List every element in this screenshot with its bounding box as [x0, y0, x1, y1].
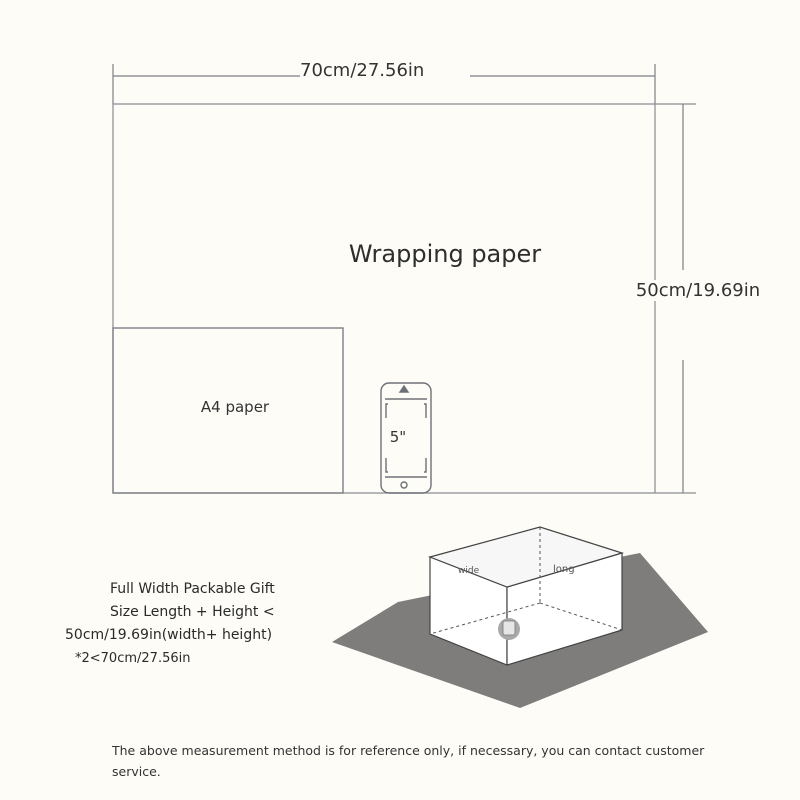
gift-note-line-4: *2<70cm/27.56in	[75, 651, 191, 666]
phone-size-label: 5"	[389, 428, 407, 446]
box-top-face	[428, 526, 625, 588]
disclaimer-footnote: The above measurement method is for refe…	[112, 743, 705, 779]
wrapping-paper-label: Wrapping paper	[348, 240, 542, 268]
a4-paper-sheet	[112, 327, 344, 494]
phone-icon	[380, 382, 432, 494]
gift-box-illustration	[332, 526, 708, 708]
gift-size-note: Full Width Packable Gift Size Length + H…	[55, 578, 355, 670]
box-hidden-edges	[429, 527, 623, 635]
width-dimension-label: 70cm/27.56in	[300, 60, 470, 81]
a4-paper-label: A4 paper	[200, 398, 270, 416]
gift-note-line-3: 50cm/19.69in(width+ height)	[65, 627, 273, 643]
height-dimension-label: 50cm/19.69in	[618, 280, 778, 301]
gift-note-line-2: Size Length + Height <	[110, 604, 275, 620]
gift-note-line-1: Full Width Packable Gift	[110, 581, 275, 597]
box-phone-icon	[498, 618, 520, 640]
box-wide-label: wide	[458, 566, 480, 576]
box-long-label: long	[553, 564, 575, 575]
